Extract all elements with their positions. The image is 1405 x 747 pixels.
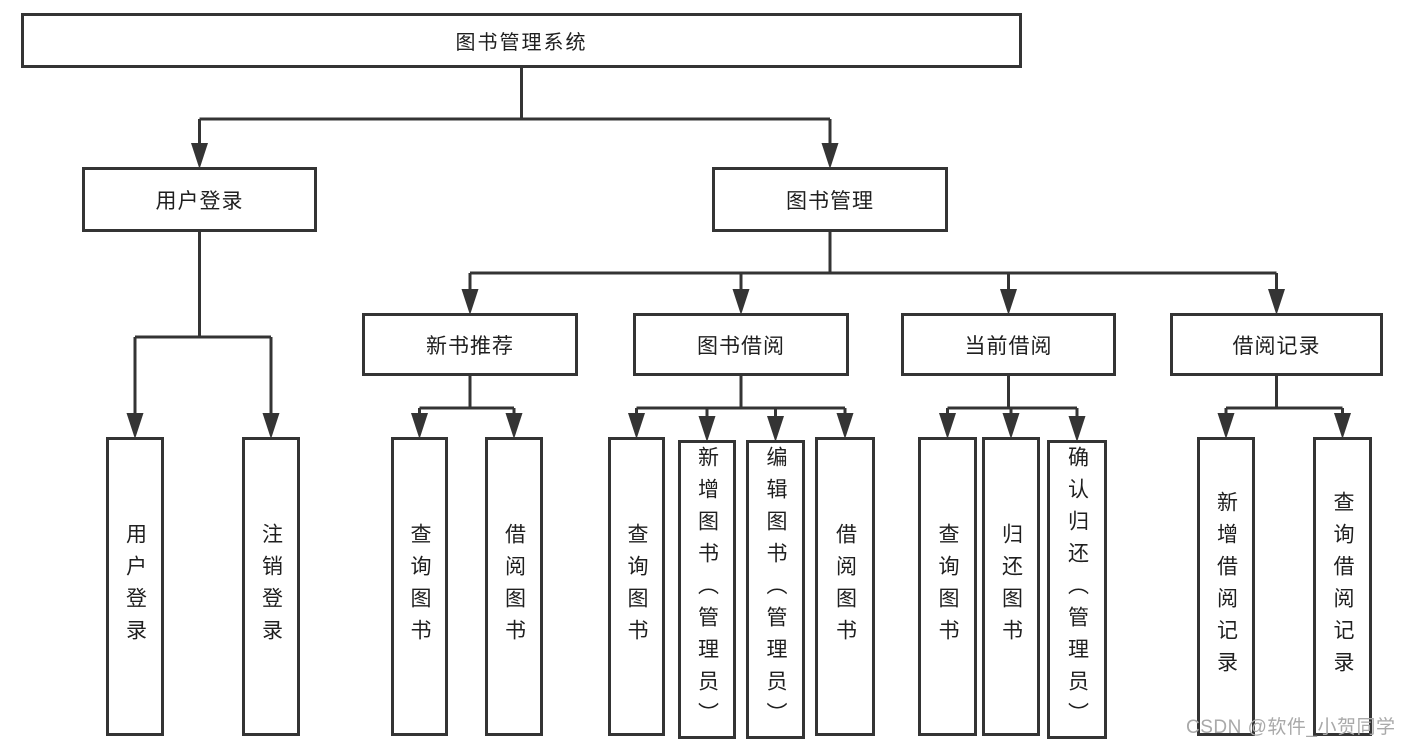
node-login: 用户登录: [106, 437, 164, 736]
arrowhead-current-borrow: [1000, 289, 1017, 315]
node-root: 图书管理系统: [21, 13, 1022, 68]
node-bb-query: 查询图书: [608, 437, 665, 736]
node-book-mgmt: 图书管理: [712, 167, 948, 232]
arrowhead-new-book-rec: [461, 289, 479, 315]
node-label-user-login: 用户登录: [155, 189, 244, 213]
node-label-new-book-rec: 新书推荐: [426, 334, 514, 358]
node-book-borrow: 图书借阅: [633, 313, 849, 376]
node-label-bb-borrow: 借阅图书: [833, 522, 857, 651]
arrowhead-bb-query: [628, 413, 645, 439]
edge-book-borrow: [628, 375, 854, 442]
node-label-br-query: 查询借阅记录: [1331, 490, 1354, 683]
node-label-current-borrow: 当前借阅: [964, 334, 1053, 358]
node-label-bb-query: 查询图书: [625, 522, 648, 651]
node-user-login: 用户登录: [82, 167, 317, 232]
arrowhead-nbr-borrow: [505, 413, 523, 439]
node-bb-add: 新增图书（管理员）: [678, 440, 736, 739]
node-label-cb-query: 查询图书: [936, 522, 959, 651]
node-label-bb-add: 新增图书（管理员）: [695, 445, 719, 734]
edge-borrow-records: [1217, 375, 1351, 439]
node-cb-confirm: 确认归还（管理员）: [1047, 440, 1107, 739]
node-label-bb-edit: 编辑图书（管理员）: [764, 445, 787, 734]
node-label-nbr-query: 查询图书: [408, 522, 431, 651]
node-br-query: 查询借阅记录: [1313, 437, 1372, 736]
node-label-root: 图书管理系统: [455, 32, 588, 54]
arrowhead-br-add: [1217, 413, 1235, 439]
node-label-br-add: 新增借阅记录: [1214, 490, 1238, 683]
node-nbr-borrow: 借阅图书: [485, 437, 543, 736]
node-label-borrow-records: 借阅记录: [1232, 334, 1321, 358]
node-br-add: 新增借阅记录: [1197, 437, 1255, 736]
arrowhead-borrow-records: [1268, 289, 1285, 315]
node-label-nbr-borrow: 借阅图书: [502, 522, 526, 651]
node-logout: 注销登录: [242, 437, 300, 736]
node-borrow-records: 借阅记录: [1170, 313, 1383, 376]
edge-current-borrow: [939, 375, 1086, 442]
node-label-logout: 注销登录: [259, 522, 283, 651]
node-label-login: 用户登录: [123, 522, 147, 651]
arrowhead-cb-query: [939, 413, 956, 439]
arrowhead-user-login: [191, 143, 208, 169]
node-new-book-rec: 新书推荐: [362, 313, 578, 376]
arrowhead-bb-add: [698, 416, 716, 442]
node-label-cb-return: 归还图书: [999, 522, 1023, 651]
node-bb-borrow: 借阅图书: [815, 437, 875, 736]
watermark-text: CSDN @软件_小贺同学: [1186, 717, 1396, 738]
arrowhead-bb-borrow: [836, 413, 854, 439]
edge-book-mgmt: [461, 231, 1285, 315]
node-current-borrow: 当前借阅: [901, 313, 1116, 376]
arrowhead-cb-return: [1002, 413, 1020, 439]
node-cb-query: 查询图书: [918, 437, 977, 736]
arrowhead-cb-confirm: [1068, 416, 1086, 442]
arrowhead-br-query: [1334, 413, 1351, 439]
node-nbr-query: 查询图书: [391, 437, 448, 736]
node-cb-return: 归还图书: [982, 437, 1040, 736]
edge-root: [191, 67, 839, 169]
node-label-cb-confirm: 确认归还（管理员）: [1065, 445, 1089, 734]
arrowhead-bb-edit: [767, 416, 784, 442]
node-label-book-mgmt: 图书管理: [786, 189, 874, 213]
arrowhead-book-mgmt: [821, 143, 839, 169]
arrowhead-nbr-query: [411, 413, 428, 439]
arrowhead-login: [126, 413, 144, 439]
node-bb-edit: 编辑图书（管理员）: [746, 440, 805, 739]
arrowhead-book-borrow: [732, 289, 750, 315]
node-label-book-borrow: 图书借阅: [697, 334, 785, 358]
arrowhead-logout: [262, 413, 280, 439]
edge-new-book-rec: [411, 375, 523, 439]
edge-user-login: [126, 231, 280, 439]
